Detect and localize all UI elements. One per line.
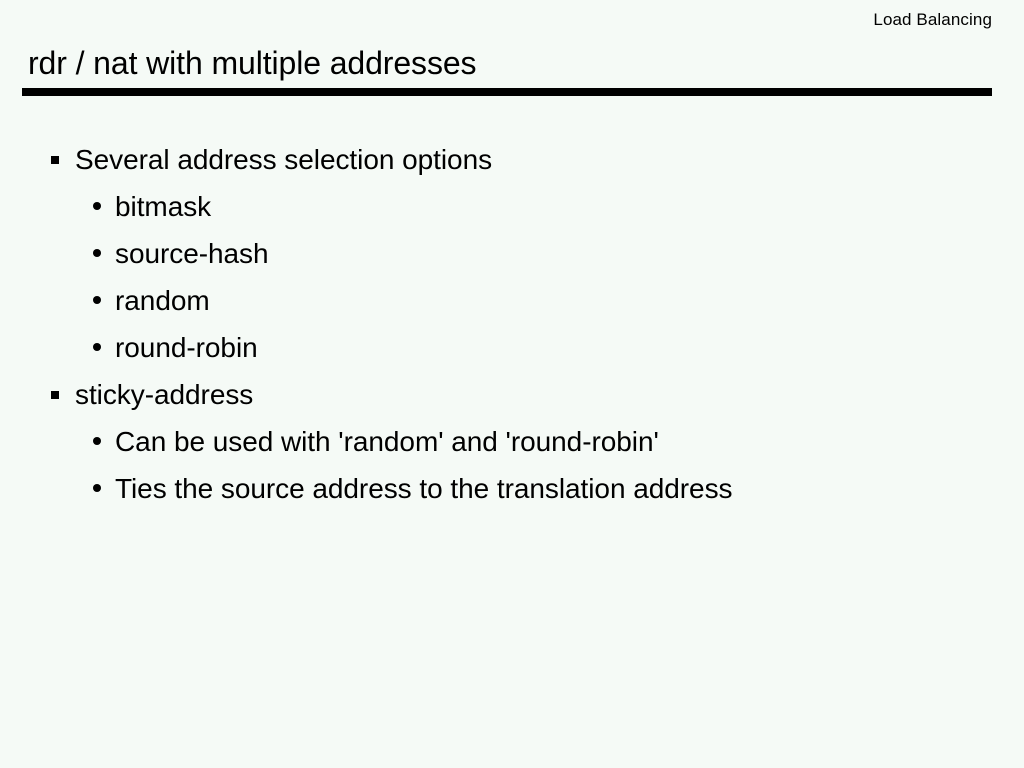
round-bullet-icon xyxy=(93,343,101,351)
slide-header-label: Load Balancing xyxy=(873,10,992,29)
slide-title: rdr / nat with multiple addresses xyxy=(28,45,477,81)
outline-item-label: Ties the source address to the translati… xyxy=(115,472,733,504)
round-bullet-icon xyxy=(93,296,101,304)
slide-body-outline: Several address selection options bitmas… xyxy=(0,136,1024,512)
title-divider-rule xyxy=(22,88,992,96)
outline-item: bitmask xyxy=(0,183,1024,230)
round-bullet-icon xyxy=(93,437,101,445)
outline-item-label: sticky-address xyxy=(75,378,254,410)
outline-item: Ties the source address to the translati… xyxy=(0,465,1024,512)
outline-item: sticky-address xyxy=(0,371,1024,418)
round-bullet-icon xyxy=(93,202,101,210)
outline-item-label: Can be used with 'random' and 'round-rob… xyxy=(115,425,659,457)
outline-item: random xyxy=(0,277,1024,324)
round-bullet-icon xyxy=(93,484,101,492)
outline-item-label: bitmask xyxy=(115,190,212,222)
outline-item: round-robin xyxy=(0,324,1024,371)
outline-item-label: random xyxy=(115,284,210,316)
outline-item-label: source-hash xyxy=(115,237,269,269)
outline-item: source-hash xyxy=(0,230,1024,277)
round-bullet-icon xyxy=(93,249,101,257)
outline-item-label: Several address selection options xyxy=(75,143,493,175)
square-bullet-icon xyxy=(51,391,59,399)
outline-item: Can be used with 'random' and 'round-rob… xyxy=(0,418,1024,465)
square-bullet-icon xyxy=(51,156,59,164)
outline-item: Several address selection options xyxy=(0,136,1024,183)
outline-item-label: round-robin xyxy=(115,331,258,363)
